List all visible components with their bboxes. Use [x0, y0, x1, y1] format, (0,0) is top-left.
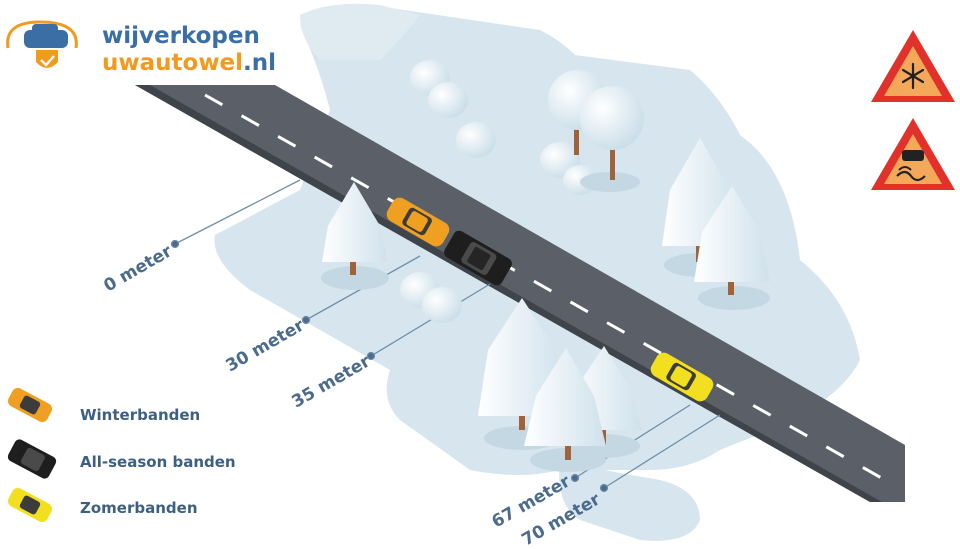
brand-logo: wijverkopen uwautowel.nl: [6, 20, 276, 76]
logo-line1: wijverkopen: [102, 23, 260, 49]
logo-line2-main: uwautowel: [102, 50, 243, 76]
legend-label-winter: Winterbanden: [80, 406, 201, 424]
slippery-road-sign-icon: [871, 118, 955, 190]
distance-label-30: 30 meter: [223, 315, 309, 376]
legend-car-winter-icon: [7, 387, 53, 423]
legend-car-all-season-icon: [7, 439, 57, 479]
svg-text:uwautowel.nl: uwautowel.nl: [102, 50, 276, 76]
distance-lines: [170, 179, 721, 493]
car-shield-logo-icon: [6, 20, 78, 68]
car-summer-tyres: [650, 352, 714, 402]
legend-label-summer: Zomerbanden: [80, 499, 198, 517]
car-winter-tyres: [386, 197, 450, 247]
snow-warning-sign-icon: [871, 30, 955, 102]
pine-trees: [321, 138, 770, 472]
car-all-season-tyres: [444, 230, 512, 286]
round-trees: [548, 70, 644, 192]
distance-label-0: 0 meter: [101, 241, 177, 296]
distance-label-35: 35 meter: [289, 351, 375, 412]
legend-car-summer-icon: [7, 487, 53, 523]
legend-label-all-season: All-season banden: [80, 453, 236, 471]
logo-line2-ext: .nl: [243, 50, 276, 76]
